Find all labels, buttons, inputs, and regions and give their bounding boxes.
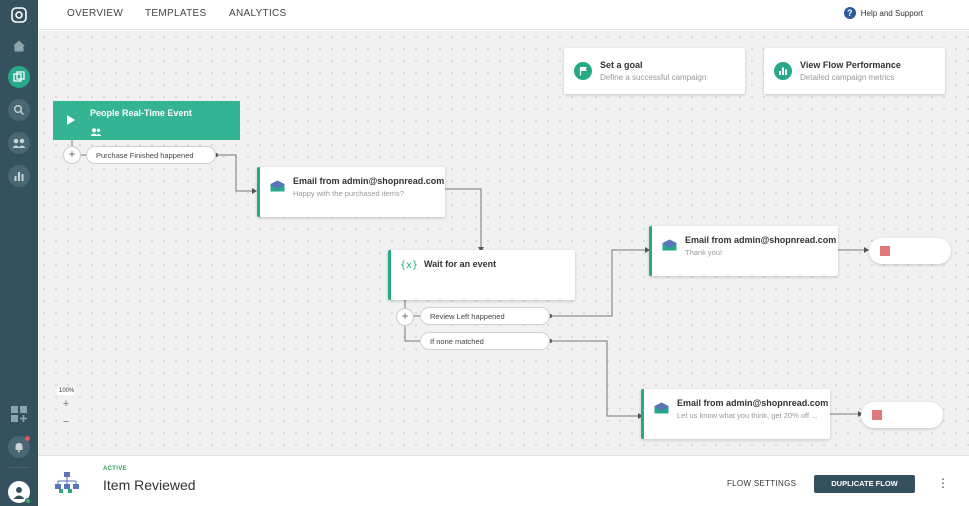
analytics-icon[interactable]: [8, 165, 30, 187]
branch-none-matched[interactable]: If none matched: [420, 332, 550, 350]
view-performance-title: View Flow Performance: [800, 60, 901, 70]
add-branch-button[interactable]: +: [63, 146, 81, 164]
user-avatar-icon[interactable]: [8, 481, 31, 504]
set-goal-title: Set a goal: [600, 60, 643, 70]
people-icon: [90, 123, 102, 141]
stop-icon: [872, 410, 882, 420]
search-icon[interactable]: [8, 99, 30, 121]
connection-lines: [71, 140, 869, 419]
duplicate-flow-button[interactable]: DUPLICATE FLOW: [814, 475, 915, 493]
help-icon: ?: [843, 7, 856, 19]
branch-review-left[interactable]: Review Left happened: [420, 307, 550, 325]
zoom-controls: 100% + −: [57, 387, 75, 431]
stop-icon: [880, 246, 890, 256]
left-sidebar: [0, 0, 38, 506]
flag-icon: [574, 62, 592, 80]
flows-icon[interactable]: [8, 66, 30, 88]
top-navigation: OVERVIEW TEMPLATES ANALYTICS ? Help and …: [38, 0, 969, 30]
branch-purchase-finished[interactable]: Purchase Finished happened: [86, 146, 216, 164]
sidebar-divider: [9, 467, 29, 468]
exit-node-1[interactable]: [869, 238, 951, 264]
envelope-icon: [662, 238, 677, 256]
status-badge: ACTIVE: [103, 466, 127, 472]
bell-icon[interactable]: [8, 436, 30, 458]
logo-icon[interactable]: [8, 4, 30, 26]
add-wait-branch-button[interactable]: +: [396, 308, 414, 326]
trigger-title: People Real-Time Event: [90, 108, 192, 118]
email-3-subtitle: Let us know what you think, get 20% off …: [677, 411, 818, 420]
email-node-1[interactable]: Email from admin@shopnread.com Happy wit…: [257, 167, 445, 217]
flow-settings-button[interactable]: FLOW SETTINGS: [727, 479, 797, 488]
wait-for-event-node[interactable]: {x} Wait for an event: [388, 250, 575, 300]
email-3-title: Email from admin@shopnread.com: [677, 398, 829, 408]
tab-analytics[interactable]: ANALYTICS: [229, 8, 287, 19]
flow-name: Item Reviewed: [103, 477, 196, 493]
zoom-out-button[interactable]: −: [57, 413, 75, 431]
more-options-icon[interactable]: ⋮: [937, 476, 949, 490]
online-status-dot: [25, 498, 31, 504]
trigger-node[interactable]: People Real-Time Event: [53, 101, 240, 140]
play-icon: [67, 115, 75, 125]
notification-dot: [25, 436, 30, 441]
flow-footer: ACTIVE Item Reviewed FLOW SETTINGS DUPLI…: [38, 455, 969, 506]
email-node-3[interactable]: Email from admin@shopnread.com Let us kn…: [641, 389, 830, 439]
email-2-subtitle: Thank you!: [685, 248, 723, 257]
bar-chart-icon: [774, 62, 792, 80]
apps-icon[interactable]: [8, 403, 30, 425]
set-goal-subtitle: Define a successful campaign: [600, 73, 707, 82]
exit-node-2[interactable]: [861, 402, 943, 428]
email-2-title: Email from admin@shopnread.com: [685, 235, 837, 245]
email-node-2[interactable]: Email from admin@shopnread.com Thank you…: [649, 226, 838, 276]
envelope-icon: [654, 401, 669, 419]
help-label: Help and Support: [860, 8, 923, 18]
flow-canvas[interactable]: Set a goal Define a successful campaign …: [38, 31, 969, 455]
tab-templates[interactable]: TEMPLATES: [145, 8, 207, 19]
tab-overview[interactable]: OVERVIEW: [67, 8, 124, 19]
variable-icon: {x}: [400, 260, 419, 271]
home-icon[interactable]: [8, 35, 30, 57]
wait-title: Wait for an event: [424, 259, 497, 269]
zoom-in-button[interactable]: +: [57, 395, 75, 413]
help-and-support-link[interactable]: ? Help and Support: [843, 7, 923, 19]
zoom-level: 100%: [57, 387, 75, 395]
set-goal-card[interactable]: Set a goal Define a successful campaign: [564, 48, 745, 94]
view-performance-card[interactable]: View Flow Performance Detailed campaign …: [764, 48, 945, 94]
flow-hierarchy-icon: [55, 472, 79, 499]
people-icon[interactable]: [8, 132, 30, 154]
view-performance-subtitle: Detailed campaign metrics: [800, 73, 895, 82]
email-1-subtitle: Happy with the purchased items?: [293, 189, 404, 198]
email-1-title: Email from admin@shopnread.com: [293, 176, 445, 186]
envelope-icon: [270, 179, 285, 197]
